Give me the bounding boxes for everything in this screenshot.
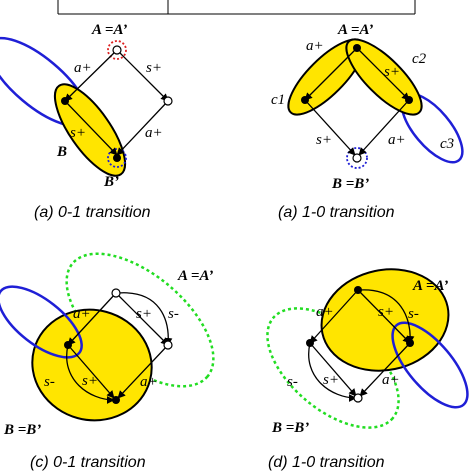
top-label: A =A’ xyxy=(412,278,448,294)
bottom-label: B’ xyxy=(103,174,119,190)
green-ellipse xyxy=(65,252,215,388)
edge-label: a+ xyxy=(382,372,400,388)
yellow-ellipse xyxy=(53,83,127,177)
edge-label: s+ xyxy=(316,132,332,148)
edge-label: s- xyxy=(408,306,419,322)
panel-b: A =A’ B =B’ a+ s+ s+ a+ c1 c2 c3 (a) 1-0… xyxy=(271,22,464,221)
edge-label: s- xyxy=(44,374,55,390)
edge-label: s+ xyxy=(378,304,394,320)
blue-dotted-circle xyxy=(346,147,368,169)
bottom-label: B =B’ xyxy=(3,422,41,438)
edge-label: a+ xyxy=(74,60,92,76)
circle-label-c1: c1 xyxy=(271,92,285,108)
bottom-label: B =B’ xyxy=(331,176,369,192)
edge-label: a+ xyxy=(145,125,163,141)
blue-ellipse xyxy=(391,321,469,409)
yellow-ellipse xyxy=(320,268,450,372)
circle-label-c3: c3 xyxy=(440,136,454,152)
bottom-label: B =B’ xyxy=(271,420,309,436)
caption: (d) 1-0 transition xyxy=(268,454,385,471)
caption: (a) 1-0 transition xyxy=(278,204,395,221)
edge-label: a+ xyxy=(388,132,406,148)
edge-label: s- xyxy=(168,306,179,322)
panel-d: A =A’ B =B’ a+ s+ s- a+ s+ s- (d) 1-0 tr… xyxy=(266,268,469,471)
circle-label-c2: c2 xyxy=(412,51,427,67)
top-label: A =A’ xyxy=(177,268,213,284)
edge-label: a+ xyxy=(140,374,158,390)
edge-label: s- xyxy=(287,374,298,390)
blue-dotted-circle xyxy=(107,148,127,168)
panel-a: A =A’ B B’ a+ s+ s+ a+ (a) 0-1 transitio… xyxy=(0,22,173,221)
edge-label: s+ xyxy=(70,125,86,141)
edge-label: s+ xyxy=(82,373,98,389)
top-label: A =A’ xyxy=(337,22,373,38)
edge-label: s+ xyxy=(136,306,152,322)
caption: (c) 0-1 transition xyxy=(30,454,146,471)
top-table-fragment xyxy=(57,0,416,15)
edge-label: a+ xyxy=(316,304,334,320)
edge-label: a+ xyxy=(73,306,91,322)
edge-label: s+ xyxy=(384,64,400,80)
edge-label: s+ xyxy=(146,60,162,76)
top-label: A =A’ xyxy=(91,22,127,38)
edge-label: a+ xyxy=(306,38,324,54)
panel-c: A =A’ B =B’ a+ s+ s- a+ s+ s- (c) 0-1 tr… xyxy=(0,252,215,471)
edge-label: s+ xyxy=(323,372,339,388)
blue-ellipse xyxy=(0,285,83,359)
red-dotted-circle xyxy=(107,40,127,60)
left-label: B xyxy=(56,144,67,160)
caption: (a) 0-1 transition xyxy=(34,204,151,221)
